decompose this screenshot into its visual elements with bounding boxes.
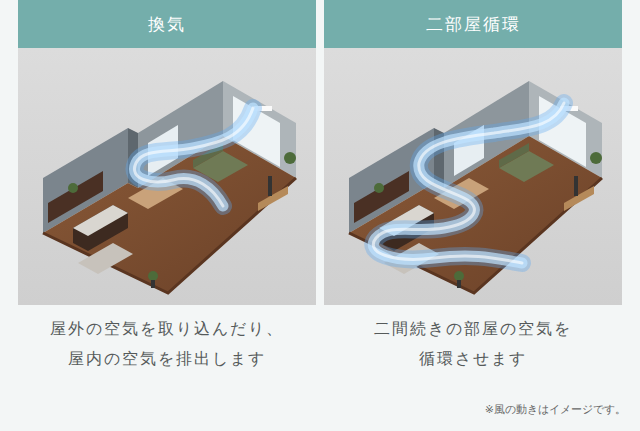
- footnote: ※風の動きはイメージです。: [485, 402, 626, 417]
- header-band: 換気: [18, 0, 316, 48]
- caption-text: 二間続きの部屋の空気を 循環させます: [328, 314, 618, 374]
- caption-text: 屋外の空気を取り込んだり、 屋内の空気を排出します: [22, 314, 312, 374]
- header-band: 二部屋循環: [324, 0, 622, 48]
- header-text: 換気: [148, 13, 186, 36]
- header-text: 二部屋循環: [426, 13, 521, 36]
